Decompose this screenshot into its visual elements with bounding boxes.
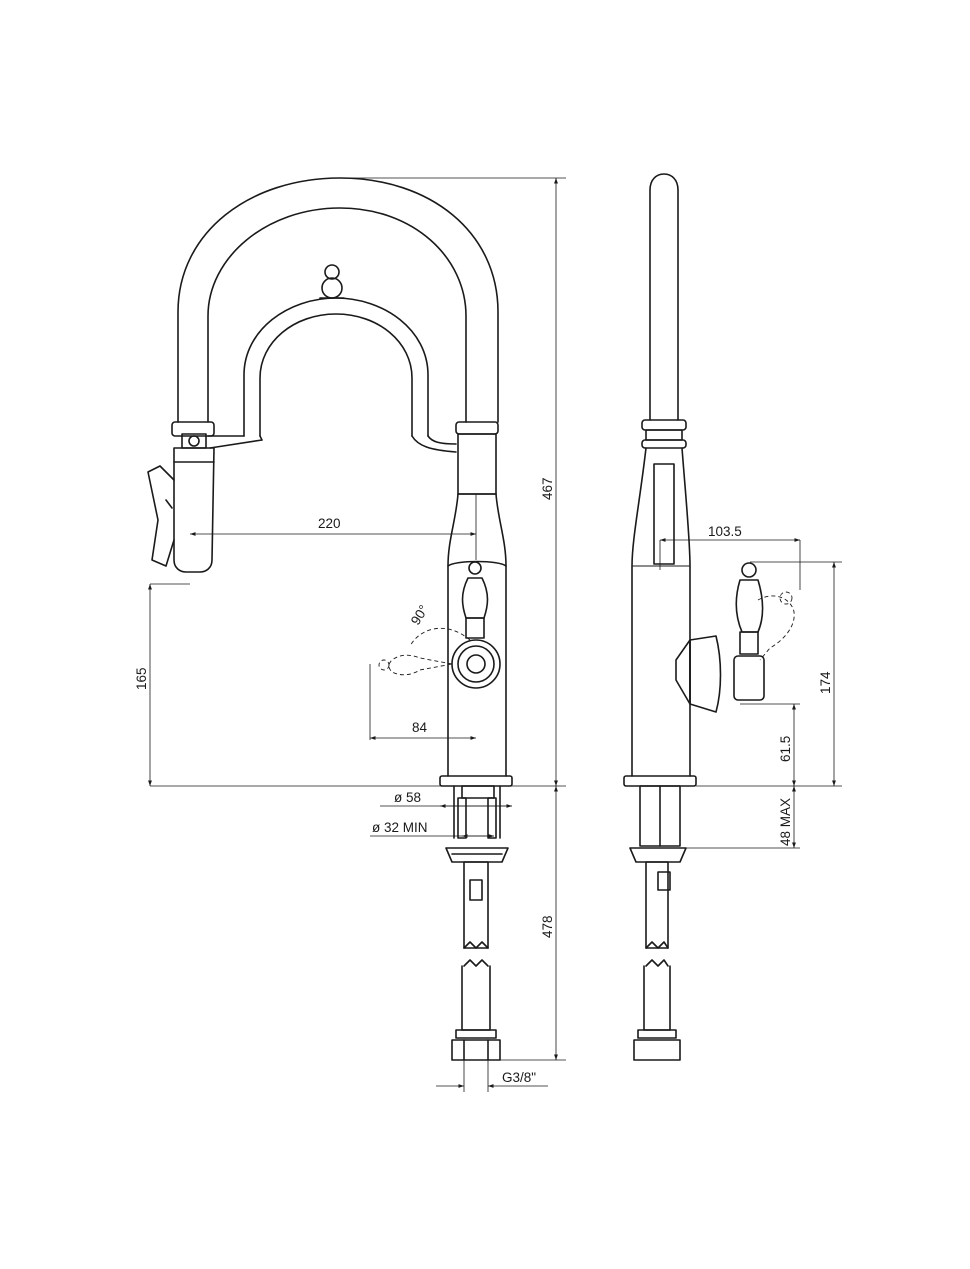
label-hose-length: 478 — [540, 915, 555, 938]
spray-head — [147, 421, 215, 573]
label-base-diameter: ø 58 — [394, 790, 421, 805]
front-handle — [378, 561, 501, 689]
label-hole-diameter: ø 32 MIN — [372, 820, 428, 835]
label-handle-angle: 90° — [408, 602, 432, 627]
front-body — [439, 421, 513, 787]
dimension-labels: 220 467 165 90° 84 ø 58 ø 32 MIN 478 G3/… — [134, 477, 833, 1085]
spout-arch-outer — [177, 177, 499, 423]
front-underdeck — [445, 785, 509, 1061]
label-side-body-height: 61.5 — [778, 736, 793, 762]
front-view — [147, 177, 513, 1061]
label-handle-reach: 84 — [412, 720, 428, 735]
label-outlet-height: 165 — [134, 667, 149, 690]
label-total-height: 467 — [540, 477, 555, 500]
side-spout — [649, 173, 679, 421]
side-underdeck — [629, 785, 687, 1061]
label-spout-reach: 220 — [318, 516, 341, 531]
label-side-depth: 103.5 — [708, 524, 742, 539]
spout-arch-inner — [207, 207, 467, 423]
label-connection-thread: G3/8" — [502, 1070, 536, 1085]
side-view — [623, 173, 795, 1061]
arch-knob — [319, 264, 345, 299]
label-max-deck: 48 MAX — [778, 798, 793, 846]
label-side-height: 174 — [818, 671, 833, 694]
dimension-lines — [148, 177, 842, 1092]
hose-arch — [243, 297, 429, 437]
side-handle — [675, 562, 795, 713]
